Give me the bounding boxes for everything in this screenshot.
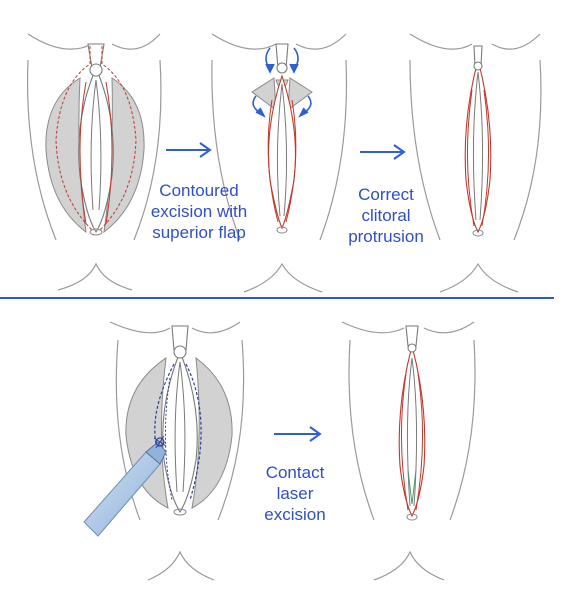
bottom-figure-before xyxy=(109,321,245,581)
laser-probe-icon xyxy=(83,435,167,537)
rotation-arrow-icon xyxy=(252,47,312,118)
bottom-figure-after xyxy=(341,321,476,581)
right-arrow-icon xyxy=(166,142,212,158)
top-figure-after xyxy=(409,33,542,293)
caption-contact-laser-excision: Contact laser excision xyxy=(264,463,326,524)
top-figure-flap xyxy=(211,33,348,293)
top-figure-before xyxy=(26,33,162,291)
caption-correct-clitoral-protrusion: Correct clitoral protrusion xyxy=(348,185,424,246)
right-arrow-icon xyxy=(274,426,322,442)
right-arrow-icon xyxy=(360,144,406,160)
caption-contoured-excision: Contoured excision with superior flap xyxy=(150,181,248,242)
